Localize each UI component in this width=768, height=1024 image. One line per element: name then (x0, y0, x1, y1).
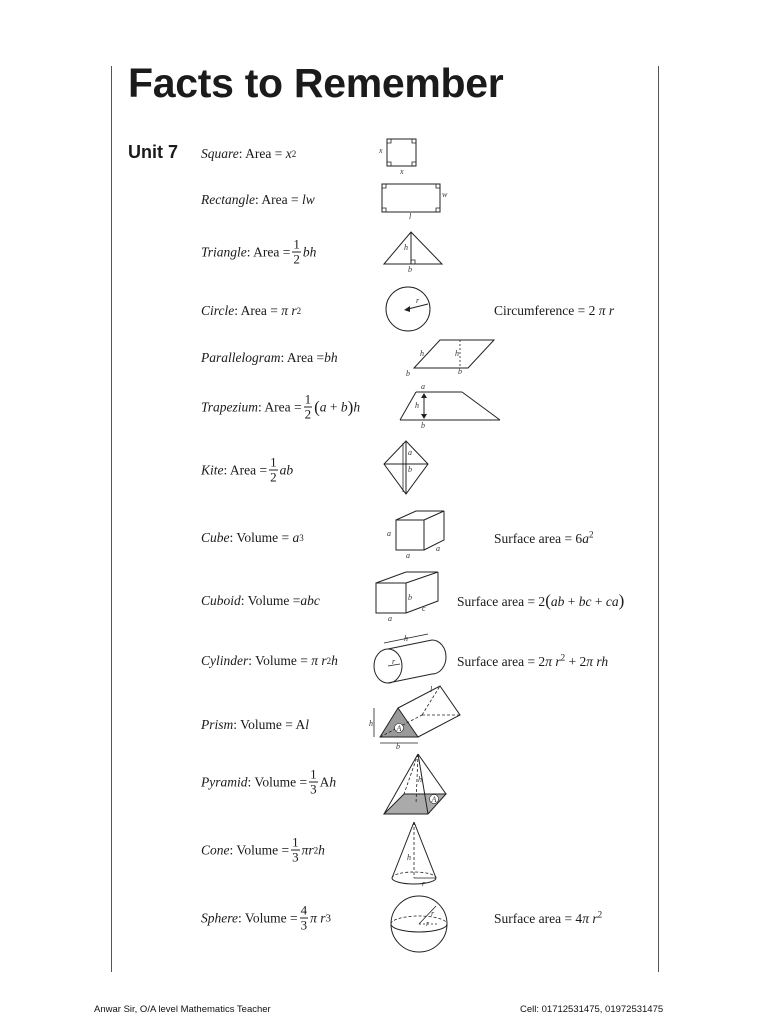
svg-text:A: A (431, 795, 437, 804)
svg-text:w: w (442, 190, 448, 199)
svg-text:a: a (408, 448, 412, 457)
svg-text:a: a (406, 551, 410, 560)
svg-text:h: h (418, 775, 422, 784)
svg-text:r: r (416, 296, 420, 305)
prism-figure: A h b l (369, 685, 461, 750)
square-label: : Area = (238, 146, 283, 161)
cuboid-figure: b c a (375, 571, 439, 623)
pyramid-figure: A h (382, 753, 448, 815)
trapezium-figure: a h b (399, 382, 501, 430)
page-title: Facts to Remember (128, 60, 504, 106)
svg-text:c: c (422, 604, 426, 613)
svg-text:h: h (455, 349, 459, 358)
svg-text:x: x (378, 146, 383, 155)
svg-text:h: h (420, 349, 424, 358)
svg-text:b: b (408, 593, 412, 602)
svg-text:a: a (436, 544, 440, 553)
svg-text:b: b (396, 742, 400, 750)
svg-text:h: h (369, 719, 373, 728)
svg-text:r: r (392, 657, 396, 666)
svg-text:b: b (406, 369, 410, 378)
square-figure: xx (378, 138, 417, 176)
left-margin-line (111, 66, 112, 972)
footer-phone: Cell: 01712531475, 01972531475 (520, 1004, 664, 1015)
square-name: Square (201, 146, 239, 161)
cylinder-figure: rh (373, 633, 447, 684)
svg-text:r: r (426, 919, 430, 928)
circle-figure: r (385, 286, 431, 332)
svg-text:h: h (404, 243, 408, 252)
svg-text:b: b (408, 465, 412, 474)
svg-text:h: h (415, 401, 419, 410)
svg-text:a: a (387, 529, 391, 538)
right-margin-line (658, 66, 659, 972)
cone-figure: hr (391, 821, 437, 888)
rectangle-formula: Rectangle : Area = lw (201, 192, 315, 207)
svg-text:A: A (396, 724, 402, 733)
unit-heading: Unit 7 (128, 142, 179, 162)
svg-text:r: r (431, 909, 435, 918)
svg-text:r: r (422, 879, 426, 888)
svg-text:h: h (404, 634, 408, 643)
cuboid-formula: Cuboid : Volume = abc (201, 593, 320, 608)
cylinder-surface-area: Surface area = 2π r2 + 2π rh (457, 652, 609, 669)
footer-teacher: Anwar Sir, O/A level Mathematics Teacher (94, 1004, 271, 1015)
svg-text:b: b (408, 265, 412, 274)
circumference-formula: Circumference = 2 π r (494, 303, 615, 318)
cuboid-surface-area: Surface area = 2(ab + bc + ca) (457, 591, 625, 610)
rectangle-figure: wl (381, 183, 448, 220)
svg-text:b: b (421, 421, 425, 430)
sphere-figure: rr (390, 895, 448, 953)
svg-text:l: l (409, 212, 412, 220)
svg-text:b: b (458, 367, 462, 376)
sphere-surface-area: Surface area = 4π r2 (494, 909, 603, 926)
svg-text:h: h (407, 853, 411, 862)
kite-figure: ab (383, 440, 429, 495)
cube-surface-area: Surface area = 6a2 (494, 529, 594, 546)
svg-text:a: a (421, 382, 425, 391)
svg-text:l: l (430, 685, 433, 694)
triangle-figure: hb (382, 231, 444, 274)
parallelogram-formula: Parallelogram : Area = bh (201, 350, 338, 365)
svg-text:x: x (399, 167, 404, 176)
cube-figure: a a a (387, 510, 445, 560)
svg-text:a: a (388, 614, 392, 623)
